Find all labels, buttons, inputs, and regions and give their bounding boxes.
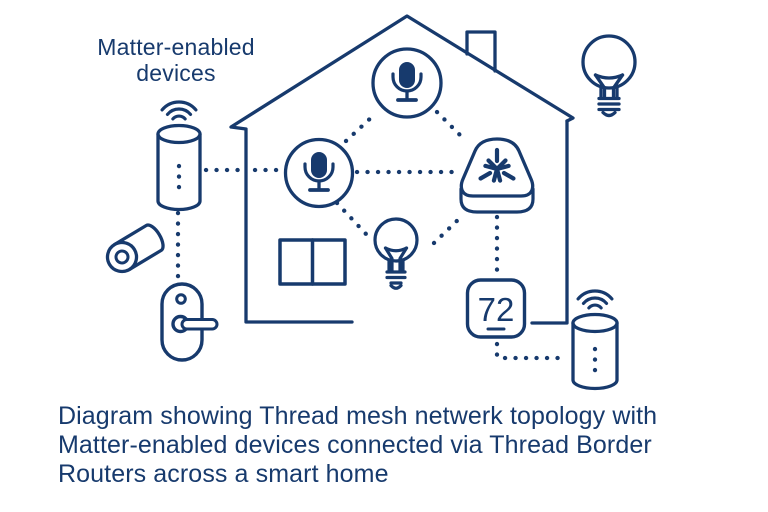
matter-enabled-devices-label: Matter-enabled devices	[70, 34, 282, 86]
microphone-icon	[303, 152, 335, 192]
house-outline-icon	[229, 14, 575, 325]
smart-speaker-cylinder-icon	[156, 123, 202, 212]
caption-line-3: Routers across a smart home	[58, 460, 389, 488]
mesh-link	[343, 112, 377, 144]
smart-speaker-right	[571, 289, 619, 391]
light-bulb-outside	[581, 34, 637, 118]
microphone-icon	[391, 62, 423, 102]
mesh-link	[334, 200, 369, 237]
mesh-link	[434, 109, 469, 144]
label-line-1: Matter-enabled	[97, 34, 255, 60]
thermostat-temperature: 72	[478, 291, 515, 328]
caption-line-2: Matter-enabled devices connected via Thr…	[58, 431, 652, 459]
smart-lock	[160, 282, 219, 362]
wifi-waves-icon	[576, 289, 614, 310]
light-bulb-inside	[373, 217, 419, 290]
voice-assistant-left	[283, 137, 355, 209]
smart-sensor-roll	[105, 223, 165, 274]
door-handle-icon	[180, 318, 219, 331]
voice-assistant-top	[371, 47, 443, 119]
smart-speaker-cylinder-icon	[571, 312, 619, 391]
thermostat: 72	[465, 278, 527, 339]
mesh-link	[431, 213, 465, 246]
thread-border-router-hub	[459, 137, 535, 214]
mesh-links-dotted	[175, 109, 598, 376]
label-line-2: devices	[136, 60, 216, 86]
caption-line-1: Diagram showing Thread mesh netwerk topo…	[58, 402, 658, 430]
wifi-waves-icon	[160, 100, 198, 121]
window-icon	[278, 238, 347, 286]
chimney	[465, 30, 497, 73]
smart-speaker-left	[156, 100, 202, 212]
keyhole-icon	[175, 293, 187, 305]
diagram-caption: Diagram showing Thread mesh netwerk topo…	[58, 402, 738, 489]
matter-logo-icon	[476, 147, 517, 186]
